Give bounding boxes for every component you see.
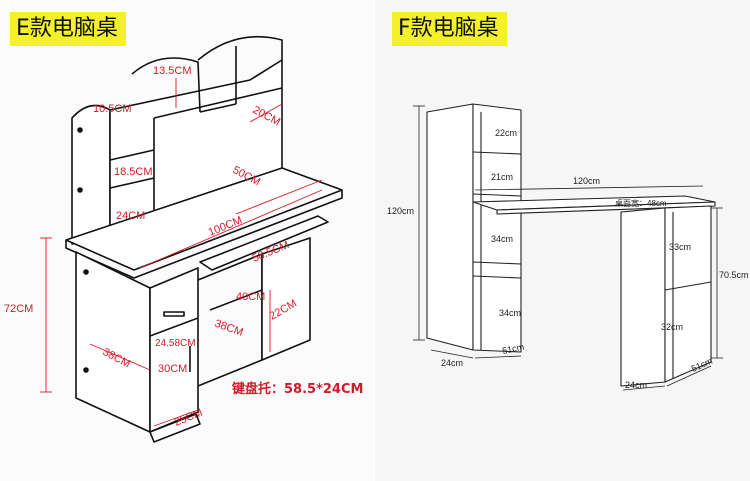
label-cabinet-depth: 38CM [213, 318, 245, 339]
label-right-lower: 32cm [661, 322, 683, 332]
tower-depth-line [474, 355, 522, 359]
label-open-shelf-height: 40CM [236, 291, 265, 303]
e-model-drawing: 13.5CM 10.5CM 18.5CM 24CM 20CM 50CM 100C… [4, 35, 363, 443]
keyboard-tray-note: 键盘托：58.5*24CM [231, 381, 363, 397]
tower-width-line [430, 349, 474, 359]
label-middle-shelf-height: 18.5CM [114, 166, 153, 178]
label-tower-depth: 51cm [501, 342, 525, 356]
screw-hole [77, 127, 83, 133]
f-model-drawing: 22cm 21cm 120cm 桌面宽：48cm 120cm 34cm 34cm… [387, 103, 749, 391]
base-25-line [153, 409, 199, 427]
label-cabinet-door-height: 30CM [158, 363, 187, 375]
f-desk-edge [496, 201, 716, 215]
label-left-shelf-height: 10.5CM [93, 103, 132, 115]
screw-hole [83, 269, 89, 275]
label-shelf-third: 34cm [491, 234, 513, 244]
label-lower-shelf-height: 24CM [116, 210, 145, 222]
drawer-divider [149, 317, 199, 337]
hutch-depth-line [249, 103, 283, 123]
desk-length-line [474, 185, 704, 191]
desk-top-edge [65, 190, 343, 279]
hutch-left-panel [71, 104, 111, 245]
top-shelf-box-right [197, 35, 283, 61]
label-top-shelf-height: 13.5CM [153, 65, 192, 77]
panel-divider [373, 0, 375, 481]
f-model-panel: F款电脑桌 [375, 0, 750, 481]
e-model-panel: E款电脑桌 [4, 12, 364, 443]
desk-depth-line [235, 179, 323, 215]
label-tower-height: 120cm [387, 206, 414, 216]
hutch-top-board [153, 87, 283, 119]
shelf-board-middle [109, 177, 155, 189]
cabinet-side [75, 251, 151, 433]
label-total-height: 72CM [4, 303, 33, 315]
label-shelf-fourth: 34cm [499, 308, 521, 318]
drawer-handle [163, 311, 185, 317]
label-tower-width: 24cm [441, 358, 463, 368]
width-100-line [139, 189, 323, 269]
cabinet-front [149, 267, 199, 433]
label-drawer-height: 24.58CM [155, 338, 196, 349]
screw-hole [83, 367, 89, 373]
f-model-title: F款电脑桌 [392, 12, 507, 46]
right-width-line [622, 385, 666, 391]
label-right-upper: 33cm [669, 242, 691, 252]
cabinet-base [149, 413, 201, 443]
label-shelf-top: 22cm [495, 128, 517, 138]
screw-hole [77, 187, 83, 193]
keyboard-tray [199, 215, 329, 271]
open-shelf-side [197, 253, 263, 387]
open-shelf-board [209, 289, 263, 311]
label-right-width: 24cm [625, 380, 647, 390]
tower-front [472, 103, 522, 353]
right-cabinet-side [620, 207, 666, 387]
label-shelf-second: 21cm [491, 172, 513, 182]
tower-side [426, 103, 474, 351]
cabinet-38-line [89, 343, 151, 371]
right-cabinet-front [664, 205, 712, 383]
shelf-board-upper [109, 149, 155, 161]
e-model-title: E款电脑桌 [10, 12, 126, 46]
top-shelf-board [199, 103, 237, 113]
top-shelf-box-left [131, 57, 201, 113]
label-desk-length: 120cm [573, 176, 600, 186]
open-shelf-end [261, 237, 311, 361]
right-depth-line [666, 365, 712, 387]
label-desk-height: 70.5cm [719, 270, 749, 280]
hutch-back [109, 59, 283, 239]
label-desktop-width: 桌面宽：48cm [615, 198, 667, 208]
